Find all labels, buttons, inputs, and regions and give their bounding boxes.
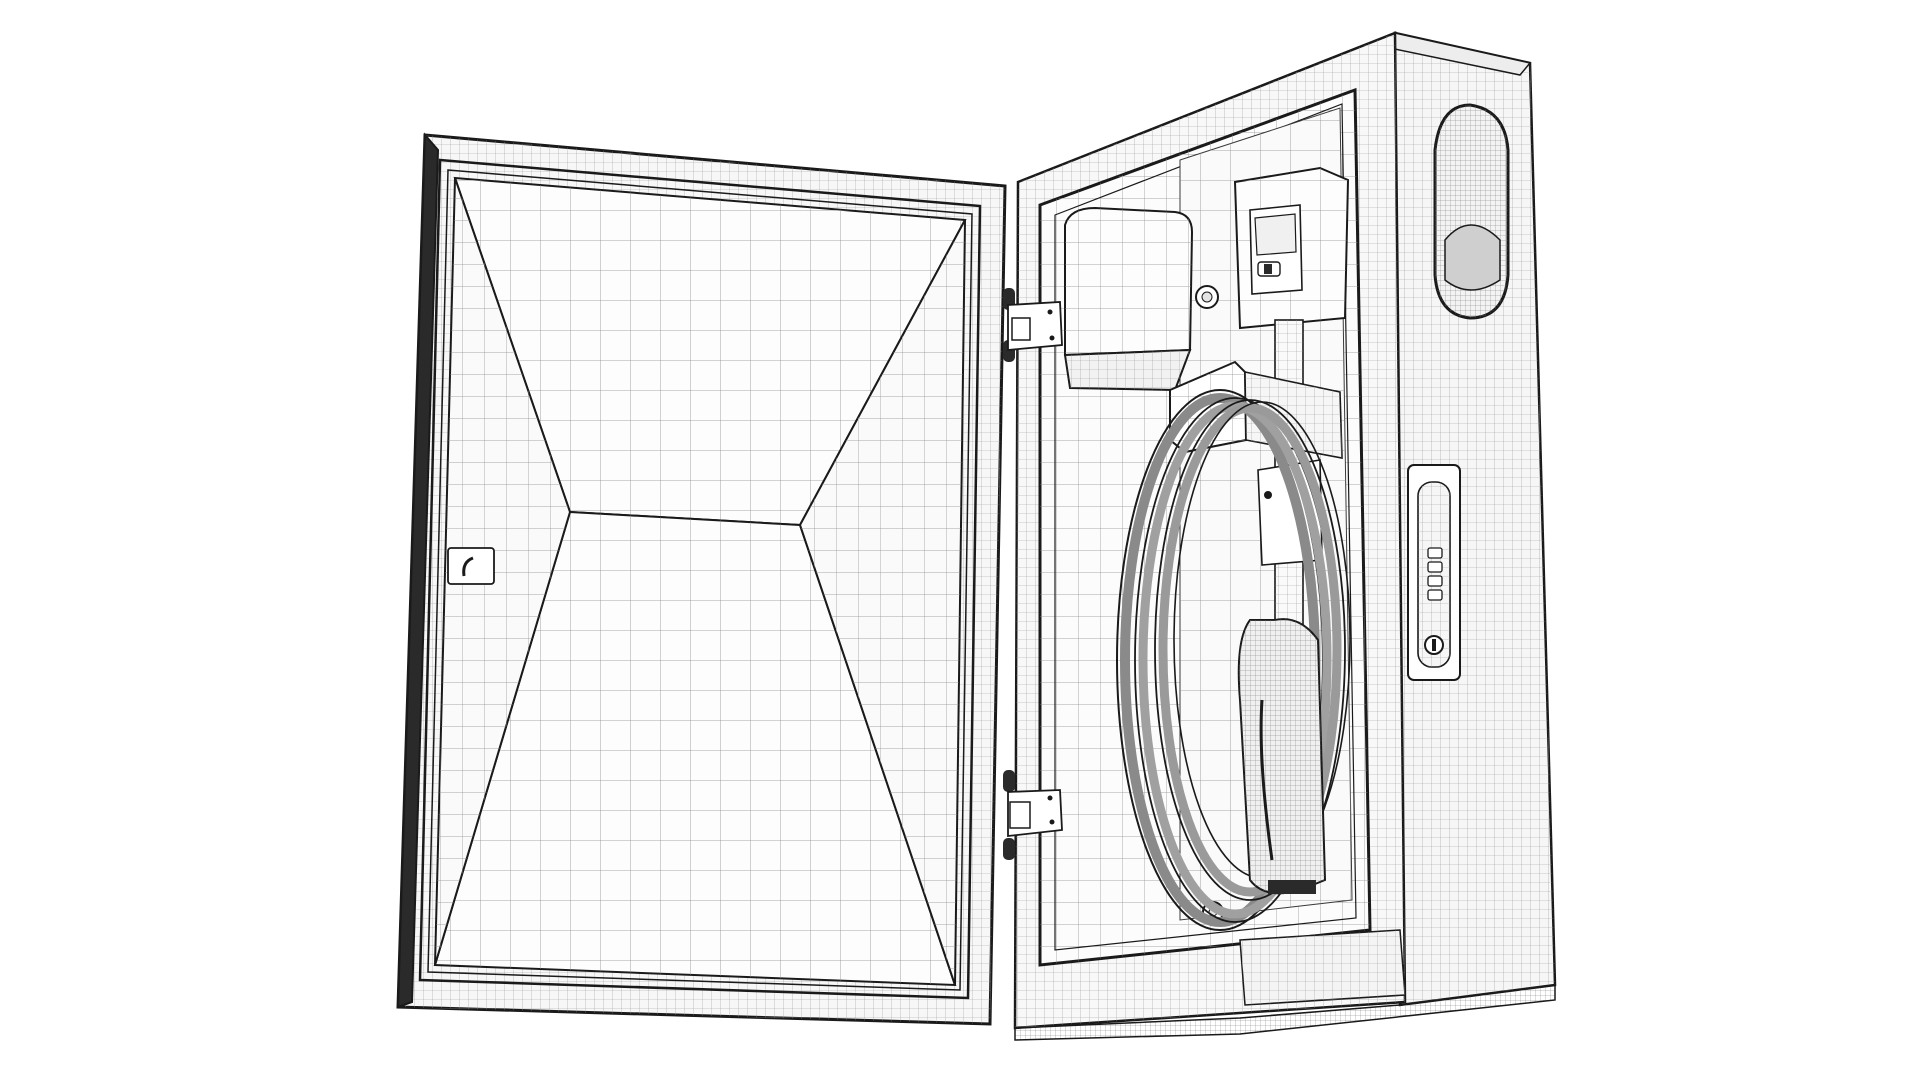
- door-gasket: [418, 158, 982, 1000]
- grommet: [1195, 285, 1219, 309]
- keypad-buttons[interactable]: [1427, 547, 1443, 601]
- cabinet-base: [1014, 984, 1556, 1041]
- door-edge: [396, 132, 440, 1009]
- hinge-icon: [1007, 789, 1063, 838]
- door-inner-panel: [433, 176, 967, 987]
- cable-guide-block: [1063, 206, 1194, 392]
- hinge-bottom: [1003, 770, 1063, 860]
- circuit-breaker-icon: [1233, 166, 1350, 330]
- side-opening-icon: [1433, 103, 1510, 320]
- hinge-top: [1003, 288, 1063, 362]
- hinge-icon: [1007, 301, 1063, 351]
- connector-plug: [1237, 618, 1327, 895]
- lock-icon[interactable]: [1424, 635, 1444, 655]
- open-door: [396, 132, 1007, 1026]
- keypad-icon[interactable]: [1407, 464, 1461, 681]
- door-handle-icon[interactable]: [447, 547, 495, 585]
